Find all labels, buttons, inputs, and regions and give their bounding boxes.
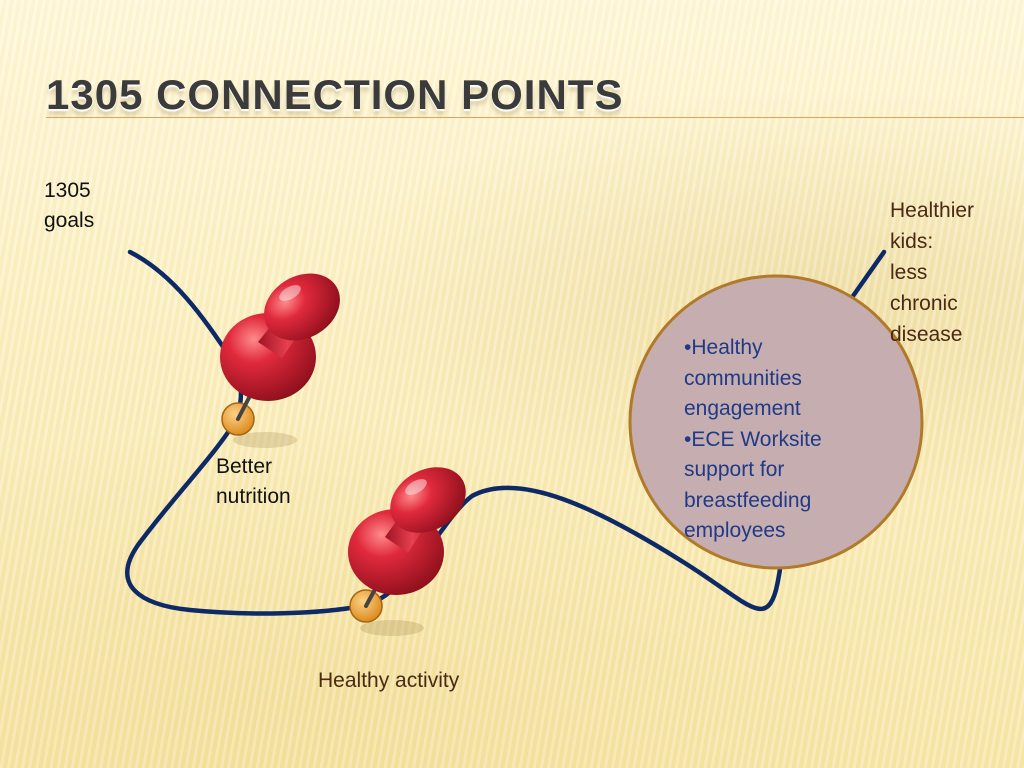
circle-text-line: •Healthy	[684, 336, 763, 359]
circle-text: •Healthy communities engagement •ECE Wor…	[684, 333, 884, 547]
end-label-line: less	[890, 261, 928, 284]
highlight-circle	[628, 274, 924, 570]
end-label-line: kids:	[890, 230, 934, 253]
start-label-line: 1305	[44, 179, 91, 202]
nutrition-label-line: nutrition	[216, 485, 291, 508]
page-title: 1305 CONNECTION POINTS	[46, 71, 624, 118]
push-pin-icon	[220, 273, 340, 448]
nutrition-label-line: Better	[216, 455, 273, 478]
circle-text-line: communities	[684, 366, 802, 390]
end-label-line: chronic	[890, 292, 958, 315]
start-label-line: goals	[44, 209, 95, 232]
circle-text-line: employees	[684, 519, 786, 542]
end-label-line: disease	[890, 323, 963, 346]
circle-text-line: support for	[684, 458, 785, 481]
end-label-line: Healthier	[890, 199, 975, 222]
title-divider	[46, 117, 1024, 118]
start-label: 1305 goals	[44, 176, 124, 236]
circle-text-line: breastfeeding	[684, 488, 812, 512]
push-pin-icon	[348, 467, 466, 636]
end-label: Healthier kids: less chronic disease	[890, 195, 1010, 350]
nutrition-label: Better nutrition	[216, 452, 336, 512]
activity-label: Healthy activity	[318, 669, 460, 692]
circle-text-line: •ECE Worksite	[684, 427, 822, 451]
circle-text-line: engagement	[684, 397, 801, 420]
connection-path-end	[850, 249, 887, 299]
